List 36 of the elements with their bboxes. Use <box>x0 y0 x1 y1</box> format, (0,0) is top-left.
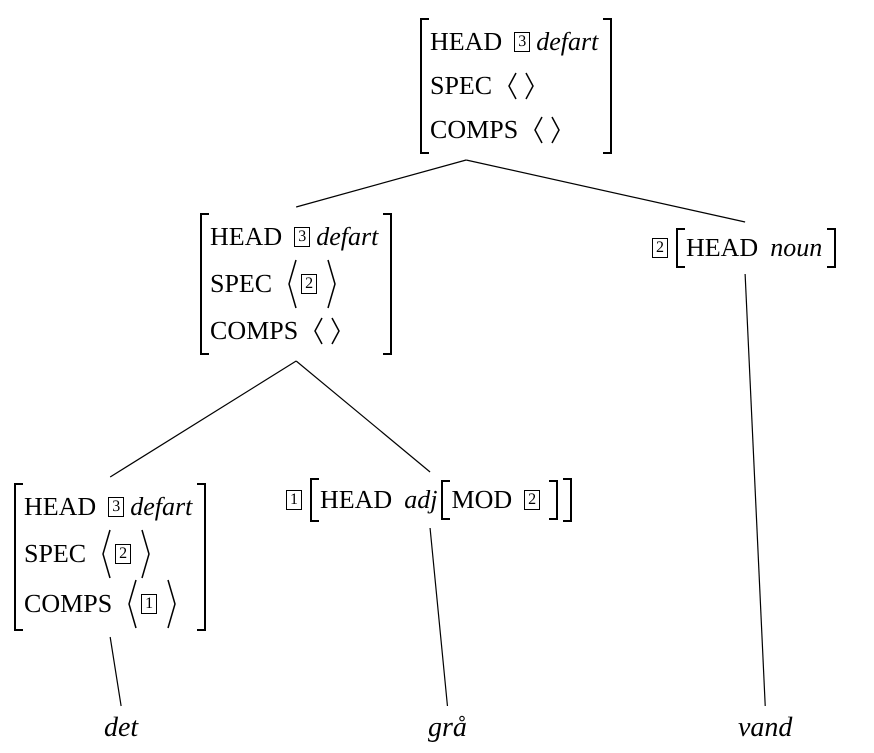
feature-name: MOD <box>451 485 512 515</box>
word: det <box>104 712 138 744</box>
type-value: defart <box>536 27 598 57</box>
structure-tag: 2 <box>524 490 540 510</box>
type-value: noun <box>770 233 822 263</box>
tree-branch <box>110 636 122 706</box>
feature-name: SPEC <box>24 539 86 569</box>
type-value: defart <box>316 222 378 252</box>
structure-tag: 3 <box>294 227 310 247</box>
structure-tag: 2 <box>115 544 132 564</box>
feature-name: SPEC <box>210 269 272 299</box>
feature-name: HEAD <box>24 492 96 522</box>
word: grå <box>428 712 467 744</box>
structure-tag: 2 <box>652 238 668 258</box>
type-value: adj <box>404 485 438 515</box>
structure-tag: 1 <box>141 594 158 614</box>
tree-branch <box>466 159 746 223</box>
structure-tag: 2 <box>301 274 318 294</box>
word: vand <box>738 712 792 744</box>
feature-name: HEAD <box>210 222 282 252</box>
feature-name: HEAD <box>430 27 502 57</box>
feature-name: COMPS <box>430 115 518 145</box>
structure-tag: 3 <box>514 32 530 52</box>
tree-branch <box>744 274 766 706</box>
feature-name: HEAD <box>686 233 758 263</box>
structure-tag: 1 <box>286 490 302 510</box>
tree-branch <box>110 360 296 478</box>
feature-name: COMPS <box>210 316 298 346</box>
tree-branch <box>296 159 466 208</box>
feature-name: COMPS <box>24 589 112 619</box>
tree-branch <box>429 528 448 706</box>
feature-name: SPEC <box>430 71 492 101</box>
structure-tag: 3 <box>108 497 124 517</box>
tree-branch <box>296 360 430 472</box>
feature-name: HEAD <box>320 485 392 515</box>
type-value: defart <box>130 492 192 522</box>
